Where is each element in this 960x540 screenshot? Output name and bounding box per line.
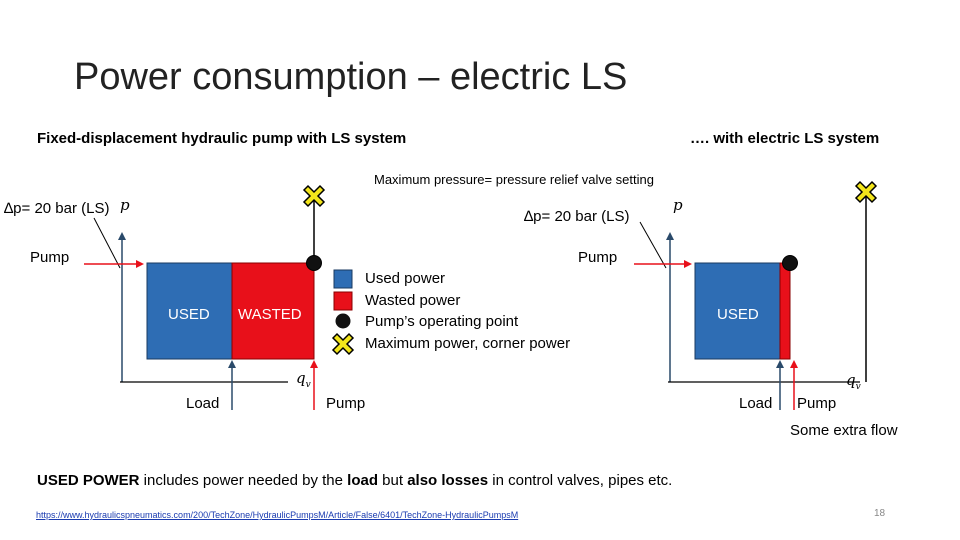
legend-dot-icon [335,313,351,329]
left-operating-point [306,255,322,271]
right-diagram [634,180,878,410]
left-load-label: Load [186,395,220,412]
right-load-label: Load [739,395,773,412]
legend-operating-point-label: Pump’s operating point [365,313,519,330]
left-max-power-cross [302,184,326,208]
right-dp-label: ∆p= 20 bar (LS) [524,208,630,225]
source-link[interactable]: https://www.hydraulicspneumatics.com/200… [36,510,519,520]
legend-max-power-label: Maximum power, corner power [365,335,571,352]
left-q-axis-label: qv [296,369,311,390]
right-extra-flow-area [779,262,791,360]
right-extra-flow-label: Some extra flow [790,422,898,439]
left-p-axis-label: p [120,196,130,214]
left-used-area [146,262,233,360]
right-p-axis-label: p [673,196,683,214]
left-wasted-label: WASTED [238,306,302,323]
right-used-label: USED [717,306,759,323]
page-number: 18 [874,508,886,519]
left-dp-label: ∆p= 20 bar (LS) [4,200,110,217]
left-wasted-area [231,262,315,360]
left-dp-indicator [93,217,121,269]
legend-symbols [331,269,355,356]
right-heading: …. with electric LS system [690,130,880,147]
used-power-note: USED POWER includes power needed by the … [37,472,673,489]
right-q-axis-label: qv [846,371,861,392]
right-pump-flow-label: Pump [797,395,837,412]
max-pressure-note: Maximum pressure= pressure relief valve … [374,172,654,187]
right-max-power-cross [854,180,878,204]
left-diagram [84,184,326,410]
right-dp-indicator [639,221,667,269]
left-pump-flow-label: Pump [326,395,366,412]
right-operating-point [782,255,798,271]
right-pump-label: Pump [578,249,618,266]
legend-wasted-label: Wasted power [365,292,461,309]
slide-title: Power consumption – electric LS [74,56,628,98]
legend-cross-icon [331,332,355,356]
legend-wasted-swatch [333,291,353,311]
legend-used-swatch [333,269,353,289]
left-heading: Fixed-displacement hydraulic pump with L… [37,130,407,147]
left-used-label: USED [168,306,210,323]
left-pump-label: Pump [30,249,70,266]
legend-used-label: Used power [365,270,446,287]
